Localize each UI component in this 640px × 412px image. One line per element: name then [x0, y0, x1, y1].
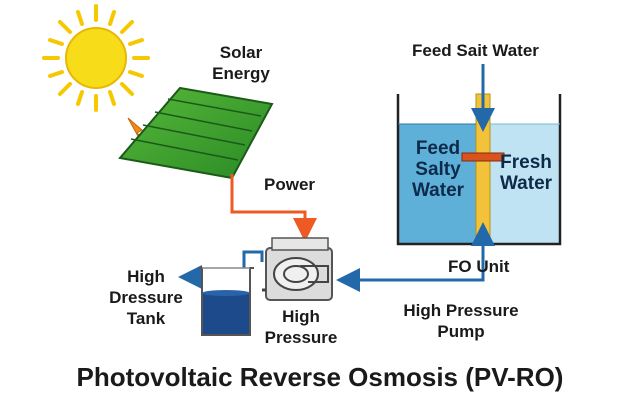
pump-to-tank-arrow [242, 250, 264, 268]
fo-to-pump-arrow [336, 244, 485, 292]
high-pressure-tank-label: High Dressure Tank [109, 267, 183, 328]
sun-icon [42, 4, 150, 112]
diagram-title: Photovoltaic Reverse Osmosis (PV-RO) [76, 362, 564, 392]
high-pressure-label: High Pressure [264, 307, 338, 347]
feed-salt-water-label: Feed Sait Water [412, 41, 539, 60]
fo-unit-label: FO Unit [448, 257, 510, 276]
power-line [230, 174, 317, 242]
high-pressure-pump-label: High Pressure Pump [403, 301, 519, 341]
high-pressure-tank-icon [198, 267, 254, 336]
solar-panel-icon [118, 86, 274, 180]
feed-salty-water-label: Feed Salty Water [411, 138, 465, 201]
solar-energy-label: Solar Energy [212, 43, 270, 83]
fresh-water-label: Fresh Water [499, 152, 553, 194]
power-label: Power [264, 175, 316, 194]
pump-icon [262, 237, 333, 301]
